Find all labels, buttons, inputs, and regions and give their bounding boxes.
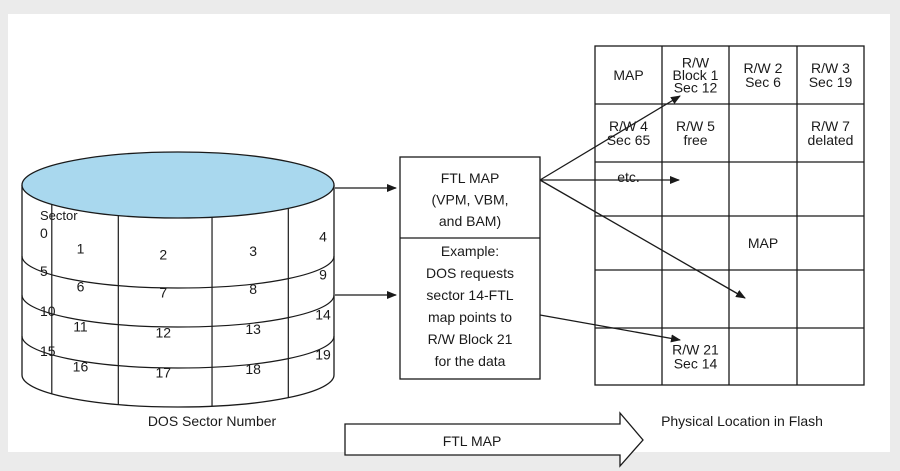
ftl-text-line: Example:: [441, 243, 499, 259]
flash-cell-text: Sec 6: [745, 74, 781, 90]
sector-number: 4: [319, 229, 327, 245]
ftl-text-line: R/W Block 21: [428, 331, 513, 347]
flash-cell-text: Sec 12: [674, 80, 718, 96]
sector-number: 9: [319, 267, 327, 283]
flash-cell-text: MAP: [748, 235, 778, 251]
flash-cell-text: R/W 5: [676, 118, 715, 134]
sector-number: 19: [315, 347, 331, 363]
sector-number: 6: [77, 278, 85, 294]
flash-cell-text: R/W 2: [744, 60, 783, 76]
ftl-map-outline-arrow: FTL MAP: [344, 411, 644, 468]
flash-cell: MAP: [748, 235, 778, 251]
flash-cell-text: R/W 4: [609, 118, 648, 134]
flash-cell-text: R/W 21: [672, 342, 719, 358]
ftl-map-box: FTL MAP (VPM, VBM, and BAM) Example: DOS re…: [399, 156, 541, 380]
drum-ring: [21, 294, 335, 328]
ftl-text-line: sector 14-FTL: [426, 287, 513, 303]
ftl-text-line: FTL MAP: [441, 170, 500, 186]
sector-number: 14: [315, 307, 331, 323]
sector-number: 10: [40, 303, 56, 319]
sector-number: 3: [249, 243, 257, 259]
ftl-map-example: Example: DOS requests sector 14-FTL map poi…: [426, 243, 514, 369]
flash-cell-text: etc.: [617, 169, 640, 185]
sector-number: 7: [159, 285, 167, 301]
drum-ring: [21, 335, 335, 369]
sector-number: 0: [40, 225, 48, 241]
connector-arrows: [335, 95, 746, 343]
ftl-map-title: FTL MAP (VPM, VBM, and BAM): [431, 170, 508, 229]
sector-number: 13: [245, 321, 261, 337]
ftl-text-line: and BAM): [439, 213, 501, 229]
flash-cell: etc.: [617, 169, 640, 185]
flash-cell-text: Sec 65: [607, 132, 651, 148]
sector-number: 16: [73, 358, 89, 374]
sector-number: 12: [156, 325, 172, 341]
outline-arrow-label: FTL MAP: [443, 433, 502, 449]
sector-number: 1: [77, 240, 85, 256]
sector-number: 2: [159, 247, 167, 263]
flash-cell: MAP: [613, 67, 643, 83]
sector-number: 11: [73, 318, 88, 334]
ftl-text-line: for the data: [435, 353, 506, 369]
flash-grid: [594, 45, 865, 386]
drum-top: [21, 151, 335, 219]
sector-number: 8: [249, 281, 257, 297]
flash-cell-text: free: [683, 132, 707, 148]
sector-number: 17: [156, 365, 172, 381]
ftl-text-line: map points to: [428, 309, 512, 325]
arrow-ftl-to-middle: [539, 179, 746, 299]
flash-caption: Physical Location in Flash: [661, 413, 823, 429]
drum-body: [21, 185, 335, 408]
arrow-ftl-to-block21: [539, 314, 681, 343]
arrow-ftl-to-block1: [539, 95, 681, 181]
flash-cell-text: Sec 19: [809, 74, 853, 90]
drum-caption: DOS Sector Number: [148, 413, 277, 429]
sector-number: 15: [40, 343, 56, 359]
flash-cell-text: R/W: [682, 55, 710, 71]
flash-cell-text: R/W 3: [811, 60, 850, 76]
sector-number: 18: [245, 361, 261, 377]
drum-corner-label: Sector: [40, 208, 78, 223]
ftl-text-line: DOS requests: [426, 265, 514, 281]
flash-cell-text: Block 1: [673, 67, 719, 83]
sector-number: 5: [40, 263, 48, 279]
drum-ring: [21, 255, 335, 289]
flash-cell-text: Sec 14: [674, 356, 718, 372]
flash-cell-text: MAP: [613, 67, 643, 83]
flash-cell-text: delated: [808, 132, 854, 148]
flash-cell-text: R/W 7: [811, 118, 850, 134]
ftl-text-line: (VPM, VBM,: [431, 192, 508, 208]
